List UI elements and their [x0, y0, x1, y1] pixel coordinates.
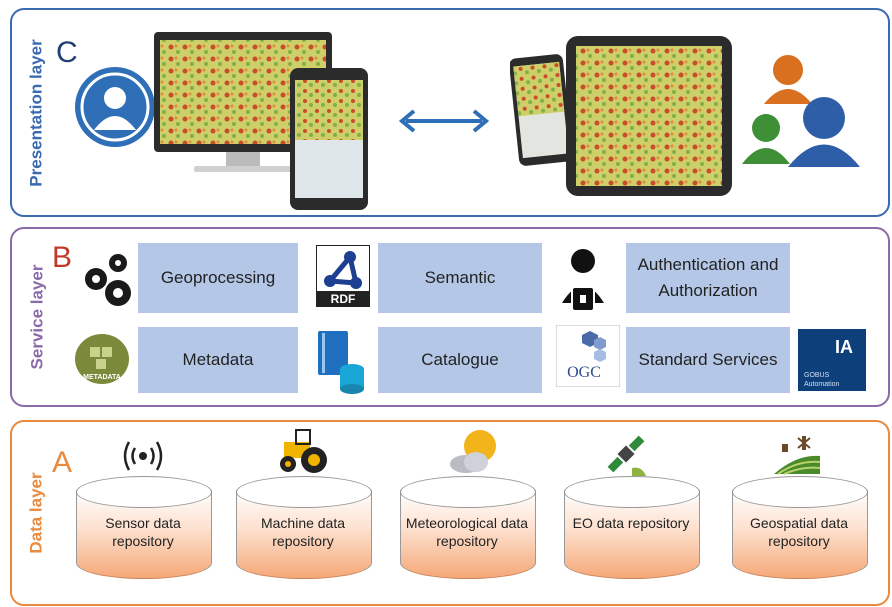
geoprocessing-box: Geoprocessing [138, 243, 298, 313]
service-letter: B [52, 241, 73, 274]
service-layer-panel: Service layer B Geoprocessing RDF Semant… [10, 227, 890, 407]
gears-icon [85, 254, 131, 306]
field-icon [774, 436, 821, 475]
catalogue-database-icon [318, 331, 364, 394]
data-layer-panel: Data layer A Sensor da [10, 420, 890, 606]
sensor-signal-icon [123, 441, 163, 471]
user-group-icon [742, 55, 860, 167]
metadata-box: Metadata [138, 327, 298, 393]
ia-sub2: Automation [804, 381, 840, 388]
secure-user-icon [562, 249, 604, 312]
meteorological-repository: Meteorological data repository [400, 476, 536, 594]
metadata-icon: METADATA [75, 334, 129, 384]
ogc-icon: OGC [556, 325, 620, 387]
rdf-label: RDF [331, 292, 356, 306]
authentication-authorization-box: Authentication and Authorization [626, 243, 790, 313]
repository-label: Machine data repository [260, 515, 346, 549]
eo-repository: EO data repository [564, 476, 700, 594]
sensor-repository: Sensor data repository [76, 476, 212, 594]
user-icon [75, 67, 155, 147]
presentation-layer-title: Presentation layer [27, 38, 46, 187]
repository-label: EO data repository [572, 515, 690, 531]
repository-label: Geospatial data repository [749, 515, 849, 549]
geospatial-repository: Geospatial data repository [732, 476, 868, 594]
machine-repository: Machine data repository [236, 476, 372, 594]
semantic-box: Semantic [378, 243, 542, 313]
service-layer-title: Service layer [27, 264, 47, 370]
standard-services-box: Standard Services [626, 327, 790, 393]
presentation-layer-panel: Presentation layer C [10, 8, 890, 217]
repository-label: Meteorological data repository [405, 515, 529, 549]
sun-cloud-icon [450, 430, 496, 473]
ia-sub1: GOBUS [804, 372, 830, 379]
data-layer-title: Data layer [27, 472, 46, 554]
catalogue-box: Catalogue [378, 327, 542, 393]
automation-ia-icon: IA GOBUS Automation [798, 329, 866, 391]
satellite-icon [607, 435, 646, 476]
tractor-icon [280, 429, 327, 473]
tablet-icon [566, 36, 732, 196]
metadata-icon-label: METADATA [83, 374, 121, 381]
tilted-phone-icon [510, 54, 572, 166]
ia-label: IA [835, 337, 853, 357]
smartphone-icon [290, 68, 368, 210]
repository-label: Sensor data repository [105, 515, 181, 549]
presentation-letter: C [56, 36, 78, 69]
rdf-icon: RDF [316, 245, 370, 307]
bidirectional-arrow-icon [398, 109, 490, 133]
data-letter: A [52, 446, 73, 479]
ogc-label: OGC [567, 364, 601, 381]
